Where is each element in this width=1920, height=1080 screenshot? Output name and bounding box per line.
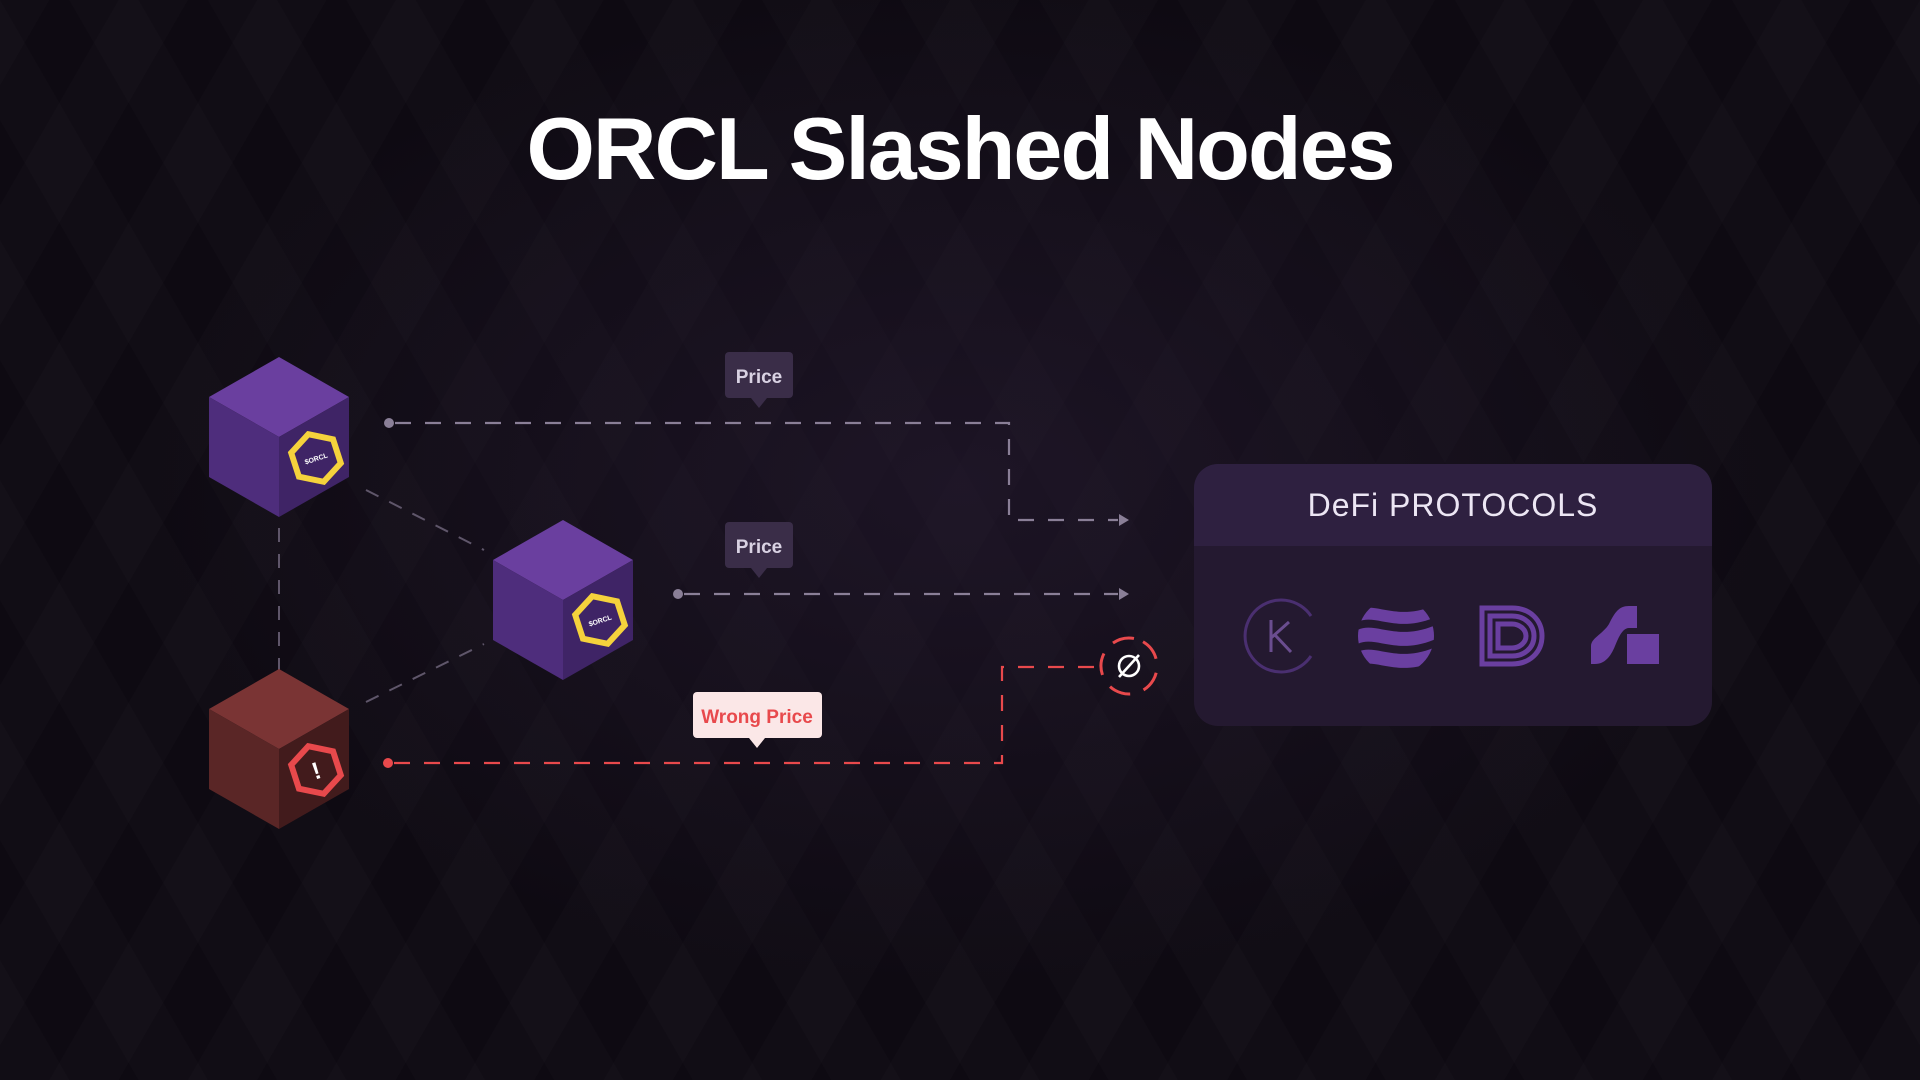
price-label-middle: Price xyxy=(725,522,793,578)
defi-protocols-panel: DeFi PROTOCOLS xyxy=(1194,464,1712,726)
layered-d-logo-icon xyxy=(1479,605,1545,667)
price-label-top: Price xyxy=(725,352,793,408)
node-cube-slashed: ! xyxy=(209,669,349,829)
wave-sphere-logo-icon xyxy=(1357,604,1434,668)
defi-logos-row xyxy=(1194,546,1712,726)
svg-text:Wrong Price: Wrong Price xyxy=(701,707,813,728)
step-square-logo-icon xyxy=(1590,606,1659,664)
price-line-middle xyxy=(673,588,1129,600)
node-cube-middle: $ORCL xyxy=(493,520,633,680)
svg-text:Price: Price xyxy=(736,367,782,388)
wrong-price-line xyxy=(383,665,1100,768)
node-connections xyxy=(278,489,485,703)
defi-panel-title: DeFi PROTOCOLS xyxy=(1194,464,1712,546)
k-logo-icon xyxy=(1243,598,1313,674)
wrong-price-label: Wrong Price xyxy=(693,692,822,748)
page-title: ORCL Slashed Nodes xyxy=(526,99,1395,198)
price-line-top xyxy=(384,418,1129,526)
connection-bottom-middle xyxy=(365,643,485,703)
blocked-icon xyxy=(1099,636,1159,696)
connection-top-middle xyxy=(365,489,485,551)
node-cube-top: $ORCL xyxy=(209,357,349,517)
svg-text:Price: Price xyxy=(736,537,782,558)
